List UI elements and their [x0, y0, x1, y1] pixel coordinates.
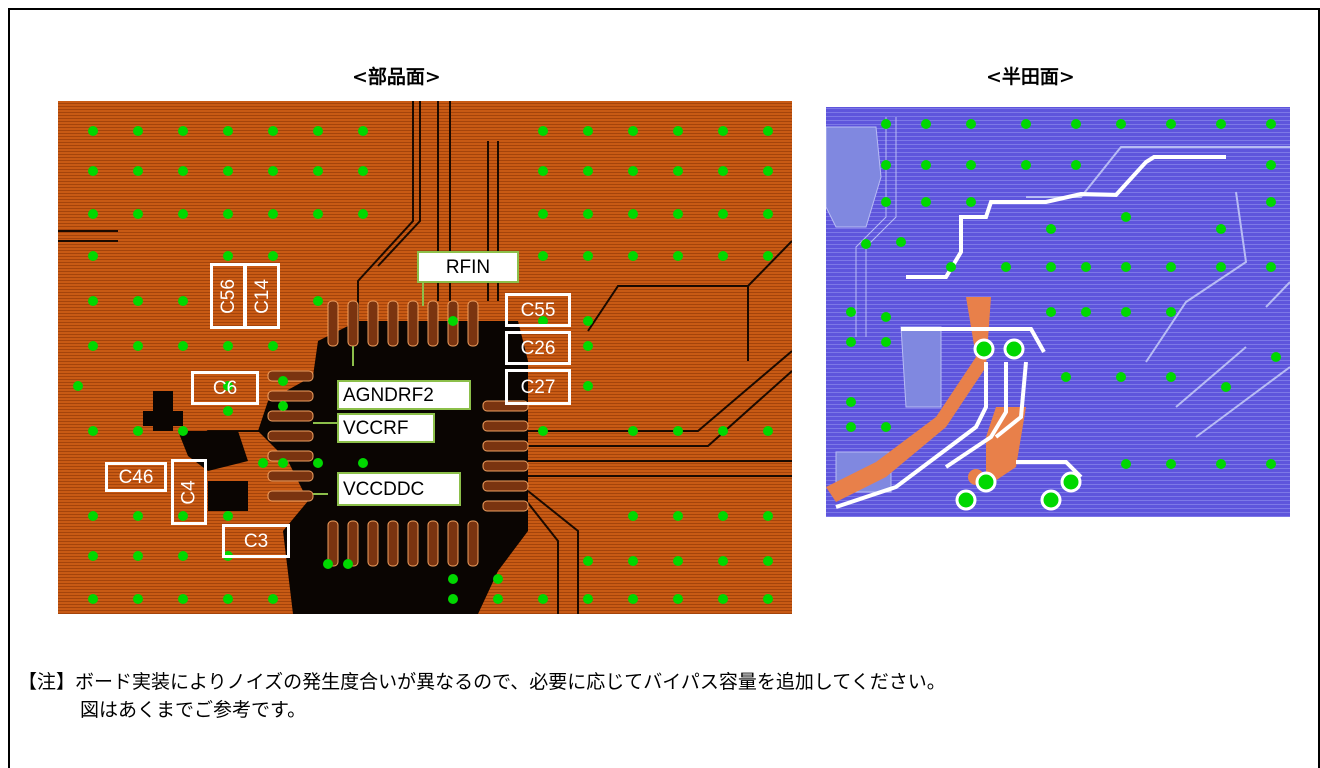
note-line-2: 図はあくまでご参考です。 [80, 699, 307, 721]
capacitor-label-c4: C4 [171, 459, 207, 525]
component-side-layout: C56 C14 C6 C46 C4 C3 C55 C26 C27 RFIN AG… [58, 101, 792, 614]
capacitor-label-c27: C27 [505, 369, 571, 405]
signal-label-rfin: RFIN [417, 251, 519, 283]
capacitor-label-c56: C56 [210, 263, 246, 329]
solder-side-layout [826, 107, 1290, 517]
signal-label-vccddc: VCCDDC [337, 472, 461, 506]
component-side-artwork [58, 101, 792, 614]
capacitor-label-c6: C6 [191, 371, 259, 405]
note-prefix: 【注】 [18, 671, 76, 693]
solder-side-heading: <半田面> [986, 66, 1075, 88]
document-frame [8, 8, 1320, 768]
solder-side-artwork [826, 117, 1290, 511]
capacitor-label-c3: C3 [222, 524, 290, 558]
capacitor-label-c26: C26 [505, 331, 571, 365]
signal-label-agndrf2: AGNDRF2 [337, 380, 471, 410]
capacitor-label-c14: C14 [244, 263, 280, 329]
component-side-heading: <部品面> [352, 66, 441, 88]
signal-label-vccrf: VCCRF [337, 413, 435, 443]
note-text: 【注】ボード実装によりノイズの発生度合いが異なるので、必要に応じてバイパス容量を… [18, 668, 946, 724]
capacitor-label-c55: C55 [505, 293, 571, 327]
note-line-1: ボード実装によりノイズの発生度合いが異なるので、必要に応じてバイパス容量を追加し… [75, 671, 946, 693]
capacitor-label-c46: C46 [105, 462, 167, 492]
